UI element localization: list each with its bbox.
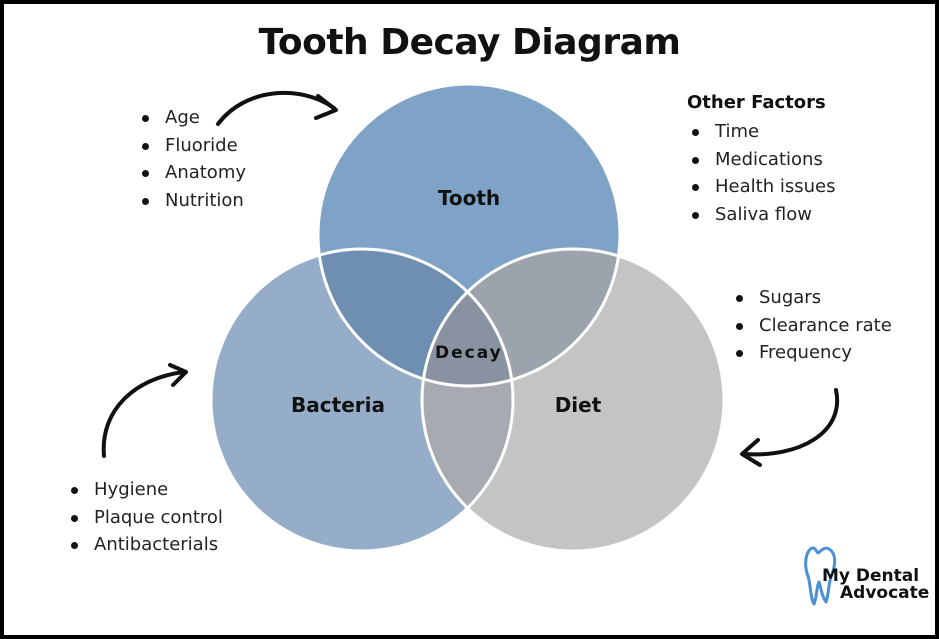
logo-line-2: Advocate xyxy=(840,583,930,603)
list-item: Nutrition xyxy=(139,187,246,215)
tooth-circle-outline xyxy=(316,82,622,388)
bacteria-circle-outline xyxy=(209,247,515,553)
list-item: Clearance rate xyxy=(733,312,892,340)
tooth-bacteria-overlap xyxy=(318,249,513,386)
list-item: Fluoride xyxy=(139,132,246,160)
diet-factors-list: Sugars Clearance rate Frequency xyxy=(733,284,892,367)
list-item: Medications xyxy=(689,146,835,174)
tooth-diet-overlap xyxy=(422,249,620,386)
list-item: Antibacterials xyxy=(68,531,223,559)
curved-arrow-icon-tooth xyxy=(216,90,338,126)
diet-circle-outline xyxy=(420,247,726,553)
other-factors-list: Time Medications Health issues Saliva fl… xyxy=(689,118,835,228)
bacteria-label: Bacteria xyxy=(291,393,385,417)
list-item: Sugars xyxy=(733,284,892,312)
list-item: Saliva flow xyxy=(689,201,835,229)
list-item: Hygiene xyxy=(68,476,223,504)
tooth-factors-list: Age Fluoride Anatomy Nutrition xyxy=(139,104,246,214)
tooth-label: Tooth xyxy=(437,186,501,210)
curved-arrow-icon-diet xyxy=(740,388,840,467)
curved-arrow-icon-bacteria xyxy=(101,363,188,458)
list-item: Plaque control xyxy=(68,504,223,532)
list-item: Frequency xyxy=(733,339,892,367)
decay-label: Decay xyxy=(435,343,503,363)
other-factors-heading: Other Factors xyxy=(687,92,826,113)
list-item: Time xyxy=(689,118,835,146)
tooth-icon xyxy=(804,546,837,606)
list-item: Health issues xyxy=(689,173,835,201)
bacteria-factors-list: Hygiene Plaque control Antibacterials xyxy=(68,476,223,559)
list-item: Anatomy xyxy=(139,159,246,187)
diagram-title: Tooth Decay Diagram xyxy=(258,22,681,63)
list-item: Age xyxy=(139,104,246,132)
logo-line-1: My Dental xyxy=(822,566,920,586)
diet-label: Diet xyxy=(554,393,602,417)
